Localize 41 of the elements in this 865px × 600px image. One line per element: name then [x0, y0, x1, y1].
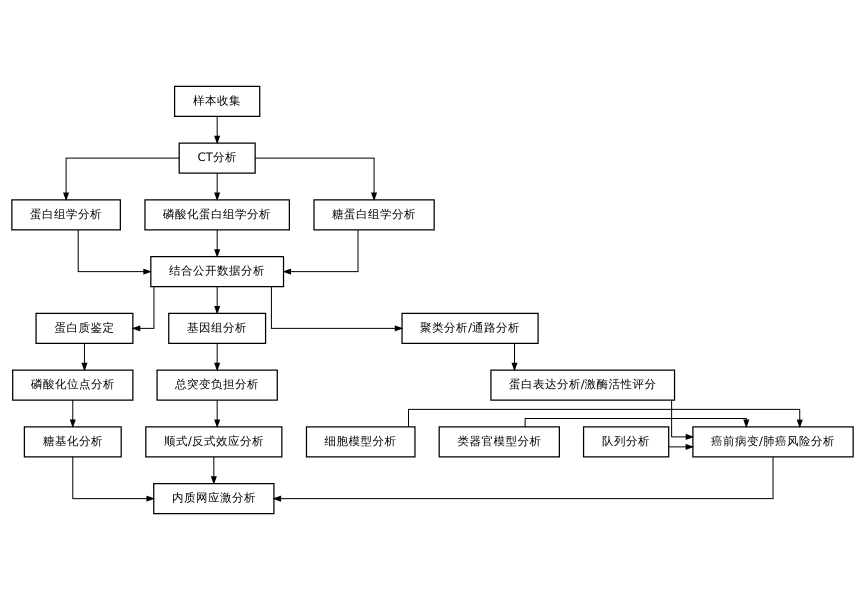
arrow [668, 444, 694, 450]
arrow [408, 408, 803, 428]
node-box: 蛋白表达分析/激酶活性评分 [490, 369, 676, 401]
arrow [214, 172, 220, 202]
arrow [214, 343, 220, 372]
arrow [272, 456, 774, 502]
arrow [214, 116, 220, 144]
node-box: 样本收集 [174, 86, 260, 117]
node-box: 内质网应激分析 [153, 483, 275, 514]
arrow [70, 400, 76, 428]
node-box: 癌前病变/肺癌风险分析 [692, 426, 854, 458]
arrow [63, 158, 180, 202]
node-box: CT分析 [178, 142, 256, 174]
node-box: 队列分析 [582, 426, 670, 458]
node-box: 细胞模型分析 [306, 426, 416, 458]
arrow [282, 230, 358, 275]
arrow [254, 158, 378, 202]
arrow [671, 400, 694, 440]
arrow [214, 400, 220, 428]
node-box: 蛋白组学分析 [11, 199, 121, 231]
node-box: 基因组分析 [168, 312, 266, 344]
arrow [214, 286, 220, 315]
arrow [81, 343, 88, 372]
node-box: 糖基化分析 [24, 426, 122, 458]
node-box: 磷酸化位点分析 [12, 369, 134, 401]
arrow [210, 456, 217, 485]
arrow [78, 230, 152, 275]
node-box: 蛋白质鉴定 [35, 312, 134, 344]
arrow [132, 286, 154, 332]
node-box: 结合公开数据分析 [150, 256, 284, 288]
arrow [524, 418, 750, 428]
arrow [72, 456, 156, 502]
arrow [511, 343, 518, 372]
arrow [270, 286, 404, 332]
node-box: 磷酸化蛋白组学分析 [144, 199, 290, 231]
node-box: 总突变负担分析 [156, 369, 278, 401]
node-box: 糖蛋白组学分析 [313, 199, 435, 231]
node-box: 聚类分析/通路分析 [401, 312, 539, 344]
arrow [214, 230, 220, 258]
node-box: 类器官模型分析 [438, 426, 560, 458]
node-box: 顺式/反式效应分析 [145, 426, 282, 458]
